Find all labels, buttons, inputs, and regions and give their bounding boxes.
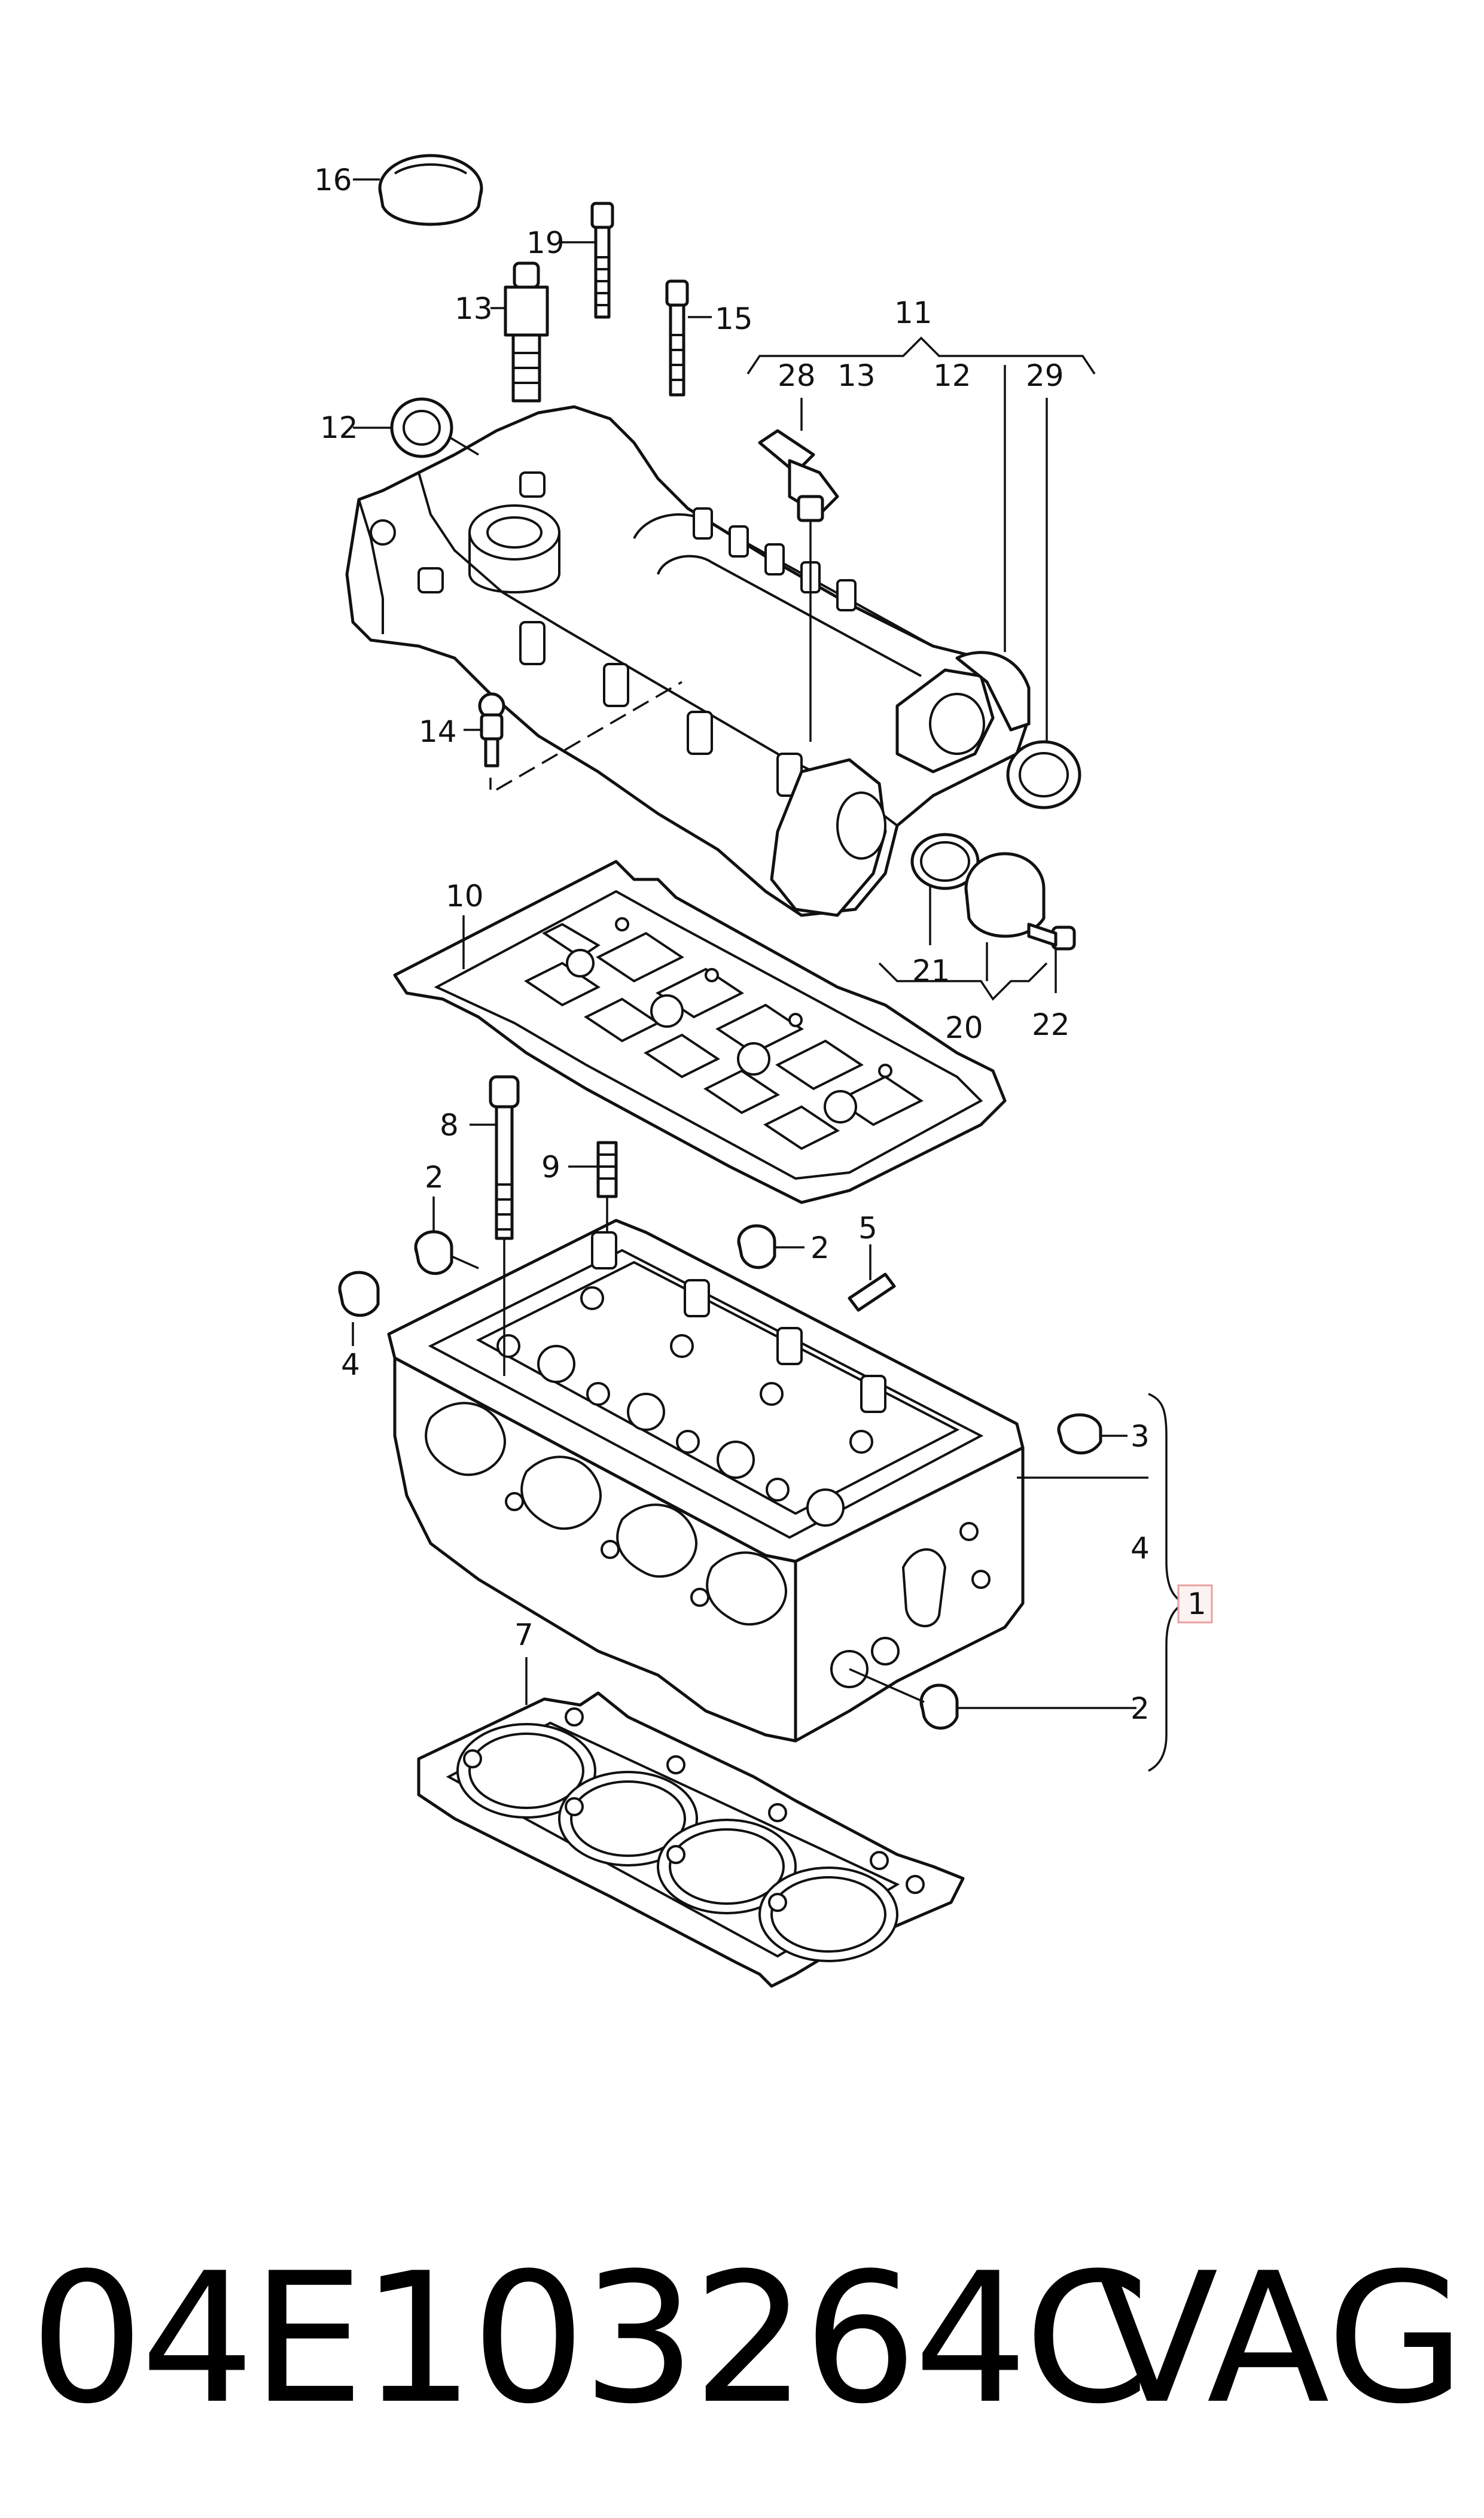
bolt-22: 22 xyxy=(1027,922,1076,1042)
callout-28: 28 xyxy=(778,358,816,393)
cylinder-head-gasket: 7 xyxy=(417,1618,965,1988)
callout-12a: 12 xyxy=(933,358,971,393)
sealing-plug-2-left: 2 xyxy=(414,1160,479,1275)
callout-22: 22 xyxy=(1032,1007,1070,1042)
oil-filler-cap: 16 xyxy=(314,154,483,226)
callout-2c: 2 xyxy=(1130,1691,1150,1726)
group-1-brace: 4 1 xyxy=(1130,1393,1213,1772)
callout-15: 15 xyxy=(715,302,753,336)
cylinder-head-cover xyxy=(345,405,1031,917)
callout-2b: 2 xyxy=(810,1231,830,1265)
seal-12: 12 xyxy=(320,397,479,458)
breather-stud: 14 xyxy=(419,692,505,768)
callout-29: 29 xyxy=(1026,358,1064,393)
callout-5: 5 xyxy=(858,1211,877,1246)
sealing-plug-2-bottom: 2 xyxy=(849,1668,1150,1730)
callout-4b: 4 xyxy=(1130,1531,1150,1566)
callout-1: 1 xyxy=(1187,1587,1206,1621)
sealing-plug-4-left: 4 xyxy=(338,1271,380,1382)
callout-9: 9 xyxy=(541,1150,560,1185)
stud-9: 9 xyxy=(541,1141,618,1232)
sealing-plug-3: 3 xyxy=(1057,1413,1150,1455)
callout-13b: 13 xyxy=(837,358,876,393)
cover-gasket: 10 xyxy=(393,860,1007,1204)
part-number: 04E103264C xyxy=(30,2234,1150,2443)
cover-cap-20: 20 xyxy=(878,852,1048,1045)
callout-20: 20 xyxy=(945,1010,983,1045)
callout-21: 21 xyxy=(912,954,950,988)
group-11-bracket: 11 28 13 12 29 xyxy=(746,296,1096,742)
callout-2a: 2 xyxy=(425,1160,444,1195)
seal-29 xyxy=(1006,740,1081,809)
camshaft-control-valve: 13 xyxy=(455,261,549,403)
callout-3: 3 xyxy=(1130,1419,1150,1454)
callout-7: 7 xyxy=(514,1618,534,1652)
cylinder-head-bolt: 8 xyxy=(440,1075,520,1376)
parts-diagram: 16 19 13 15 11 28 13 12 29 xyxy=(314,154,1213,1988)
cylinder-head xyxy=(387,1219,1148,1743)
callout-4a: 4 xyxy=(341,1347,360,1382)
footer: 04E103264C VAG xyxy=(30,2213,1465,2465)
brand-label: VAG xyxy=(1095,2234,1465,2443)
callout-10: 10 xyxy=(446,879,484,914)
bolt-19: 19 xyxy=(526,202,614,319)
callout-11: 11 xyxy=(894,296,933,330)
sealing-plug-2-right: 2 xyxy=(737,1224,830,1269)
callout-19: 19 xyxy=(526,226,565,260)
bolt-15: 15 xyxy=(665,279,753,397)
callout-12b: 12 xyxy=(320,410,358,445)
callout-13a: 13 xyxy=(455,291,493,326)
callout-8: 8 xyxy=(440,1108,459,1143)
callout-16: 16 xyxy=(314,163,352,197)
camshaft-position-sensor xyxy=(758,398,839,742)
callout-14: 14 xyxy=(419,714,457,749)
dowel-pin-5: 5 xyxy=(848,1211,896,1312)
